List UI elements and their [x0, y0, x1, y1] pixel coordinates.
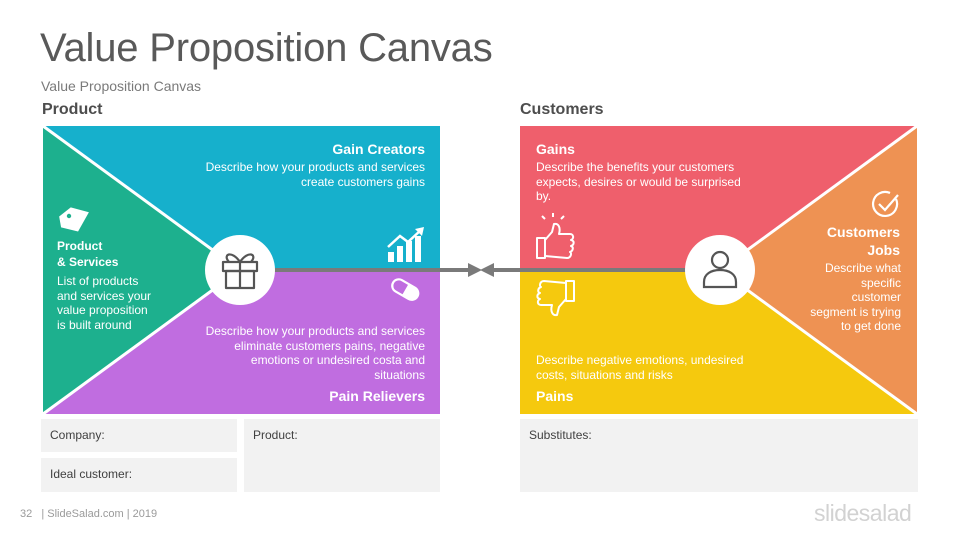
pill-icon — [391, 278, 420, 301]
company-box[interactable]: Company: — [41, 419, 237, 452]
pain-relievers-title: Pain Relievers — [329, 388, 425, 404]
gain-creators-text: Describe how your products and services … — [205, 160, 425, 189]
gift-icon — [221, 253, 259, 290]
customer-jobs-text: Describe what specific customer segment … — [810, 261, 901, 333]
pains-region — [520, 270, 917, 414]
growth-chart-icon — [387, 227, 424, 262]
pains-title: Pains — [536, 388, 574, 404]
gains-region — [520, 126, 917, 270]
substitutes-box[interactable]: Substitutes: — [520, 419, 918, 492]
brand-logo: slidesalad — [814, 500, 912, 526]
page-subtitle: Value Proposition Canvas — [41, 78, 202, 94]
check-circle-icon — [872, 190, 899, 217]
gains-text: Describe the benefits your customers exp… — [536, 160, 741, 203]
products-services-title: Product & Services — [57, 239, 119, 269]
pain-relievers-region — [43, 270, 440, 414]
pain-relievers-text: Describe how your products and services … — [205, 324, 425, 382]
product-divider-bottom — [42, 268, 241, 416]
gain-creators-title: Gain Creators — [332, 141, 425, 157]
ideal-customer-box[interactable]: Ideal customer: — [41, 458, 237, 492]
gain-creators-region — [43, 126, 440, 270]
product-box-label: Product: — [253, 428, 298, 442]
products-services-region — [43, 126, 240, 414]
company-label: Company: — [50, 428, 105, 442]
ideal-customer-label: Ideal customer: — [50, 467, 133, 481]
page-number: 32 — [20, 508, 33, 520]
footer-source: | SlideSalad.com | 2019 — [41, 508, 158, 520]
slide-footer: 32 | SlideSalad.com | 2019 — [20, 508, 157, 520]
product-box[interactable]: Product: — [244, 419, 440, 492]
customer-jobs-title: Customers Jobs — [826, 224, 900, 258]
customer-divider-top — [719, 124, 918, 272]
pains-text: Describe negative emotions, undesired co… — [536, 353, 744, 382]
substitutes-label: Substitutes: — [529, 428, 592, 442]
page-title: Value Proposition Canvas — [40, 26, 493, 70]
customer-divider-bottom — [719, 268, 918, 416]
product-divider-top — [42, 124, 241, 272]
gains-title: Gains — [536, 141, 575, 157]
arrow-head-right — [468, 263, 482, 277]
price-tag-icon — [59, 207, 89, 232]
arrow-head-left — [480, 263, 494, 277]
user-icon — [702, 250, 738, 289]
thumbs-up-icon — [536, 213, 575, 259]
customer-jobs-region — [720, 126, 917, 414]
thumbs-down-icon — [536, 280, 575, 317]
customers-section-label: Customers — [520, 101, 604, 118]
products-services-text: List of products and services your value… — [57, 274, 152, 332]
product-section-label: Product — [42, 101, 103, 118]
